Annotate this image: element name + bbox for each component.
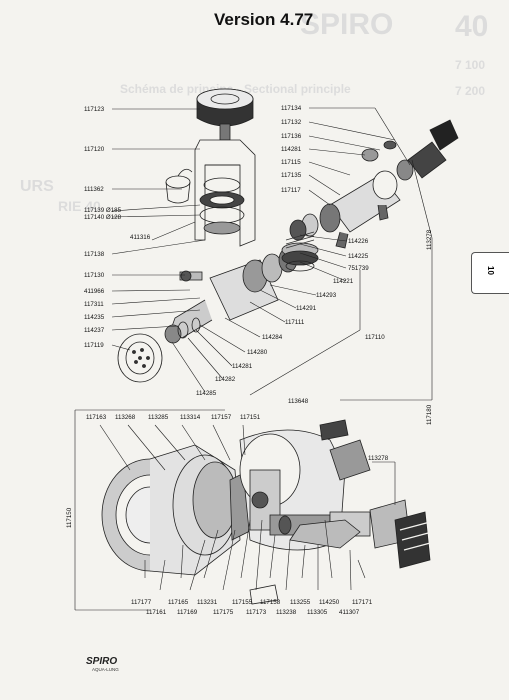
ghost-model-1: 7 100 — [455, 58, 486, 72]
part-label-411966: 411966 — [84, 288, 105, 295]
ghost-brand: SPIRO — [300, 8, 394, 41]
part-label-113285: 113285 — [148, 414, 169, 421]
part-label-114293: 114293 — [316, 292, 337, 299]
part-label-117130: 117130 — [84, 272, 105, 279]
part-label-114285: 114285 — [196, 390, 217, 397]
part-label-117139: 117139 Ø185 — [84, 207, 122, 214]
dust-cap — [165, 168, 193, 204]
part-label-117132: 117132 — [281, 119, 302, 126]
part-label-114281a: 114281 — [281, 146, 302, 153]
part-label-114237: 114237 — [84, 327, 105, 334]
part-label-114226: 114226 — [348, 238, 369, 245]
part-label-117123: 117123 — [84, 106, 105, 113]
section-tab — [471, 252, 509, 294]
part-label-117177: 117177 — [131, 599, 152, 606]
part-label-117134: 117134 — [281, 105, 302, 112]
part-label-411316: 411316 — [130, 234, 151, 241]
hp-valve-assembly — [289, 119, 459, 249]
part-label-117171: 117171 — [352, 599, 373, 606]
part-label-117138: 117138 — [84, 251, 105, 258]
part-label-117111: 117111 — [285, 319, 305, 326]
ghost-subtitle: Schéma de principe - Sectional principle — [120, 82, 351, 96]
part-label-113238: 113238 — [276, 609, 297, 616]
part-label-114291: 114291 — [296, 305, 317, 312]
brand-logo-sub: AQUA-LUNG — [92, 667, 119, 672]
part-label-117151: 117151 — [240, 414, 261, 421]
part-label-117115: 117115 — [281, 159, 301, 166]
part-label-113314: 113314 — [180, 414, 201, 421]
part-label-117135: 117135 — [281, 172, 302, 179]
ghost-series: RIE 40 — [58, 198, 101, 214]
part-label-117136: 117136 — [281, 133, 302, 140]
second-stage-housing — [101, 444, 253, 576]
part-label-751739: 751739 — [348, 265, 369, 272]
part-label-113255: 113255 — [290, 599, 311, 606]
part-label-113305: 113305 — [307, 609, 328, 616]
part-label-114281b: 114281 — [232, 363, 253, 370]
part-label-113648: 113648 — [288, 398, 309, 405]
part-label-117161: 117161 — [146, 609, 167, 616]
part-label-113268: 113268 — [115, 414, 136, 421]
part-label-117175: 117175 — [213, 609, 234, 616]
page-title: Version 4.77 — [214, 10, 314, 29]
part-label-117119: 117119 — [84, 342, 104, 349]
part-label-411307: 411307 — [339, 609, 360, 616]
part-label-114225: 114225 — [348, 253, 369, 260]
part-label-114284: 114284 — [262, 334, 283, 341]
part-label-113231: 113231 — [197, 599, 218, 606]
brand-logo: SPIRO — [86, 656, 118, 667]
part-label-117169: 117169 — [177, 609, 198, 616]
part-label-117163: 117163 — [86, 414, 107, 421]
part-label-114235: 114235 — [84, 314, 105, 321]
part-label-117150: 117150 — [66, 507, 73, 528]
part-label-117158: 117158 — [260, 599, 281, 606]
ghost-recharge: URS — [20, 178, 54, 195]
part-label-117110: 117110 — [365, 334, 385, 341]
part-label-114221: 114221 — [333, 278, 354, 285]
ghost-model-2: 7 200 — [455, 84, 486, 98]
ghost-right: 40 — [455, 10, 489, 43]
part-label-117180: 117180 — [426, 404, 433, 425]
filter-cover — [117, 333, 163, 383]
part-label-117140: 117140 Ø128 — [84, 214, 122, 221]
hose-connector — [369, 499, 435, 569]
lever-assembly — [269, 511, 371, 549]
part-label-114250: 114250 — [319, 599, 340, 606]
part-label-117165: 117165 — [168, 599, 189, 606]
part-label-117117: 117117 — [281, 187, 301, 194]
part-label-117120: 117120 — [84, 146, 105, 153]
part-label-117157: 117157 — [211, 414, 232, 421]
part-label-113278-bottom: 113278 — [368, 455, 389, 462]
part-label-114280: 114280 — [247, 349, 268, 356]
part-label-114282: 114282 — [215, 376, 236, 383]
regulator-knob — [196, 88, 254, 141]
part-label-117311: 117311 — [84, 301, 104, 308]
first-stage-body — [164, 247, 298, 344]
part-label-113278-top: 113278 — [426, 229, 433, 250]
part-label-111362: 111362 — [84, 186, 104, 193]
part-label-117155: 117155 — [232, 599, 253, 606]
part-label-117173: 117173 — [246, 609, 267, 616]
yoke-clamp — [194, 139, 256, 247]
